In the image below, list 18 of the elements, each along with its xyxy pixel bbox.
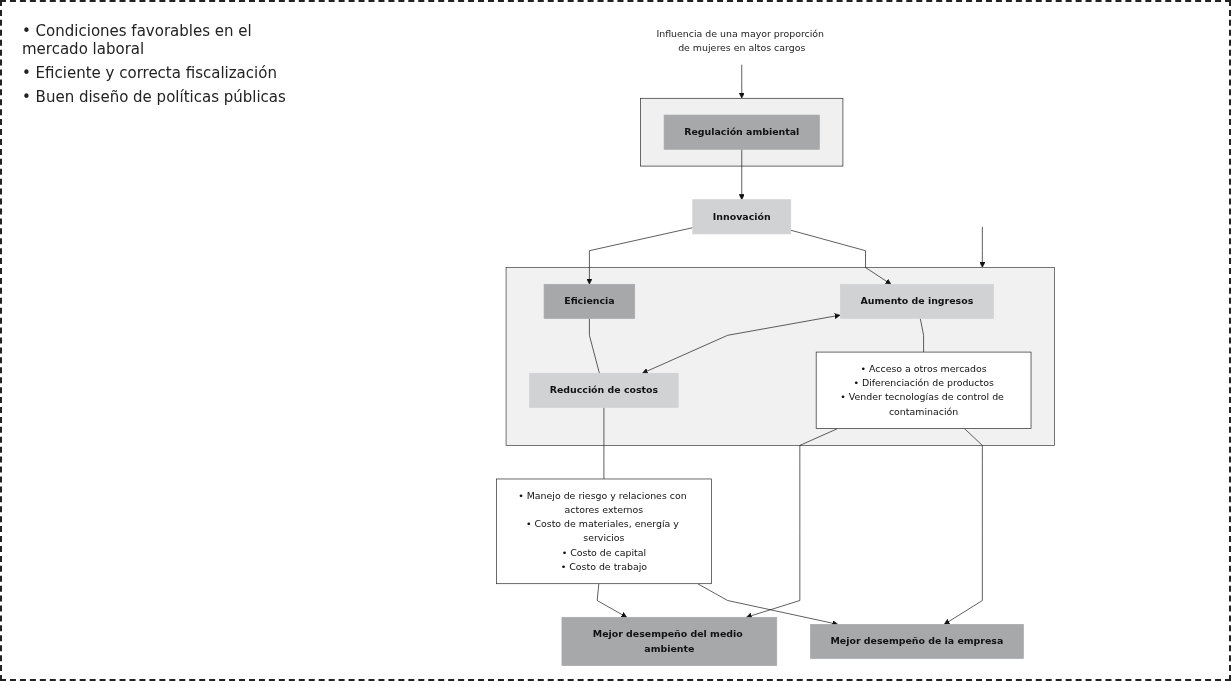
node-box: Mejor desempeño de la empresa [810,623,1024,659]
cluster [505,266,1055,446]
node-box: Reducción de costos [529,372,679,408]
node-box: Aumento de ingresos [840,283,994,319]
bullet-item: • Buen diseño de políticas públicas [22,88,287,106]
node-box: • Manejo de riesgo y relaciones con actores externos • Costo de materiales, energía y servicios • Costo de capital • Costo de trabajo [496,478,712,584]
cluster [640,97,844,166]
bullet-item: • Condiciones favorables en el mercado laboral [22,22,253,58]
connector [589,317,600,374]
connector [919,317,924,352]
node-box: Mejor desempeño del medio ambiente [561,616,778,666]
node-box: Eficiencia [543,283,636,319]
node-box: • Acceso a otros mercados • Diferenciación de productos • Vender tecnologías de control de contaminación [815,351,1032,429]
node-box: Regulación ambiental [663,114,820,150]
node-box: Innovación [692,198,792,234]
connector [603,406,605,479]
node-text: Influencia de una mayor proporción de mujeres en altos cargos [656,27,825,53]
bullet-item: • Eficiente y correcta fiscalización [22,64,278,82]
